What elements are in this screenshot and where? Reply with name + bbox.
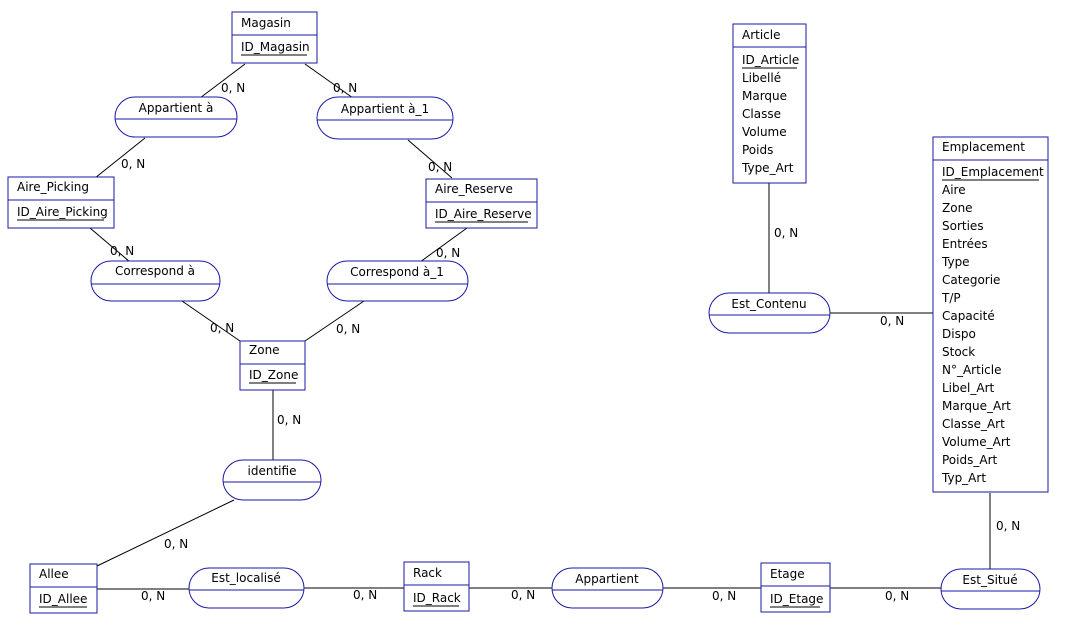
relation-correspond-a[interactable]: Correspond à <box>90 260 221 302</box>
entity-attribute: Volume_Art <box>942 435 1011 449</box>
entity-key: ID_Zone <box>249 368 298 382</box>
entity-magasin[interactable]: Magasin ID_Magasin <box>231 11 318 64</box>
entity-name: Emplacement <box>942 140 1025 154</box>
entity-aire-reserve[interactable]: Aire_Reserve ID_Aire_Reserve <box>425 178 538 229</box>
cardinality-label: 0, N <box>277 413 301 427</box>
cardinality-label: 0, N <box>210 321 234 335</box>
entity-attribute: Typ_Art <box>941 471 986 485</box>
entity-attribute: Stock <box>942 345 975 359</box>
entity-attribute: Aire <box>942 183 966 197</box>
entity-attribute: Dispo <box>942 327 976 341</box>
relation-identifie[interactable]: identifie <box>222 459 322 501</box>
relation-appartient-a[interactable]: Appartient à <box>114 96 238 138</box>
entity-name: Magasin <box>241 16 291 30</box>
relation-est-situe[interactable]: Est_Situé <box>940 568 1041 610</box>
cardinality-label: 0, N <box>164 537 188 551</box>
relation-correspond-a-1[interactable]: Correspond à_1 <box>326 260 469 302</box>
link-magasin-appartient-a-1 <box>304 63 354 99</box>
cardinality-label: 0, N <box>880 314 904 328</box>
relation-name: Est_Situé <box>962 573 1017 587</box>
relation-appartient[interactable]: Appartient <box>551 567 664 609</box>
cardinality-label: 0, N <box>885 589 909 603</box>
entity-attribute: Libellé <box>742 71 781 85</box>
entity-emplacement[interactable]: Emplacement ID_Emplacement AireZoneSorti… <box>932 136 1049 493</box>
entity-name: Etage <box>770 567 805 581</box>
entity-attribute: Capacité <box>942 309 995 323</box>
entity-attribute: Poids_Art <box>942 453 997 467</box>
cardinality-label: 0, N <box>141 589 165 603</box>
relation-name: Appartient à <box>139 101 214 115</box>
entity-attribute: Libel_Art <box>942 381 994 395</box>
relation-name: Correspond à <box>115 264 195 278</box>
entity-attribute: Marque <box>742 89 787 103</box>
entity-attribute: Entrées <box>942 237 988 251</box>
relation-name: identifie <box>248 464 297 478</box>
relation-appartient-a-1[interactable]: Appartient à_1 <box>316 96 454 140</box>
link-identifie-allee <box>96 499 235 567</box>
entity-zone[interactable]: Zone ID_Zone <box>239 340 306 391</box>
entity-name: Article <box>742 28 781 42</box>
entity-name: Rack <box>413 566 442 580</box>
entity-key: ID_Magasin <box>241 40 310 54</box>
relation-name: Est_Contenu <box>731 297 806 311</box>
cardinality-label: 0, N <box>353 588 377 602</box>
entity-etage[interactable]: Etage ID_Etage <box>760 562 831 613</box>
entity-attribute: Classe_Art <box>942 417 1005 431</box>
entity-allee[interactable]: Allee ID_Allee <box>29 563 98 614</box>
entity-attribute: Classe <box>742 107 781 121</box>
entity-attribute: N°_Article <box>942 363 1001 377</box>
entity-attribute: Volume <box>742 125 787 139</box>
entity-name: Aire_Picking <box>17 180 89 194</box>
entity-name: Aire_Reserve <box>435 182 513 196</box>
link-correspond-a-zone <box>181 300 241 342</box>
entity-key: ID_Aire_Reserve <box>435 207 532 221</box>
link-correspond-a-1-zone <box>304 300 365 342</box>
link-appartient-a-aire-picking <box>94 137 146 179</box>
relation-est-localise[interactable]: Est_localisé <box>188 567 305 609</box>
entity-attribute: Zone <box>942 201 973 215</box>
entity-key: ID_Aire_Picking <box>17 205 108 219</box>
relation-name: Appartient à_1 <box>341 102 429 116</box>
entity-attribute: Sorties <box>942 219 984 233</box>
entity-aire-picking[interactable]: Aire_Picking ID_Aire_Picking <box>7 176 115 229</box>
link-magasin-appartient-a <box>199 63 246 99</box>
entity-attribute: Type <box>941 255 970 269</box>
cardinality-label: 0, N <box>428 160 452 174</box>
cardinality-label: 0, N <box>221 81 245 95</box>
entity-rack[interactable]: Rack ID_Rack <box>403 561 470 612</box>
relation-name: Appartient <box>575 572 639 586</box>
link-aire-picking-correspond-a <box>89 227 131 263</box>
entity-attribute: Poids <box>742 143 773 157</box>
link-appartient-a-1-aire-reserve <box>407 139 453 179</box>
link-aire-reserve-correspond-a-1 <box>419 227 468 263</box>
relation-name: Correspond à_1 <box>350 265 444 279</box>
cardinality-label: 0, N <box>336 322 360 336</box>
cardinality-label: 0, N <box>996 519 1020 533</box>
entity-key: ID_Emplacement <box>942 165 1044 179</box>
entity-name: Zone <box>249 343 280 357</box>
entity-key: ID_Etage <box>770 592 823 606</box>
cardinality-label: 0, N <box>110 244 134 258</box>
cardinality-label: 0, N <box>333 81 357 95</box>
entity-name: Allee <box>39 567 69 581</box>
entity-key: ID_Rack <box>413 591 461 605</box>
cardinality-label: 0, N <box>774 226 798 240</box>
entity-key: ID_Allee <box>39 592 87 606</box>
cardinality-label: 0, N <box>436 246 460 260</box>
cardinality-label: 0, N <box>121 157 145 171</box>
cardinality-labels: 0, N 0, N 0, N 0, N 0, N 0, N 0, N 0, N … <box>110 81 1020 603</box>
cardinality-label: 0, N <box>511 588 535 602</box>
cardinality-label: 0, N <box>712 589 736 603</box>
entity-attribute: Categorie <box>942 273 1000 287</box>
entity-attribute: Type_Art <box>741 161 794 175</box>
entity-attribute: T/P <box>941 291 961 305</box>
relation-est-contenu[interactable]: Est_Contenu <box>708 292 831 334</box>
relation-name: Est_localisé <box>211 571 280 585</box>
connector-lines <box>89 63 991 590</box>
entity-key: ID_Article <box>742 53 799 67</box>
entity-attribute: Marque_Art <box>942 399 1011 413</box>
entity-article[interactable]: Article ID_Article LibelléMarqueClasseVo… <box>732 23 807 184</box>
